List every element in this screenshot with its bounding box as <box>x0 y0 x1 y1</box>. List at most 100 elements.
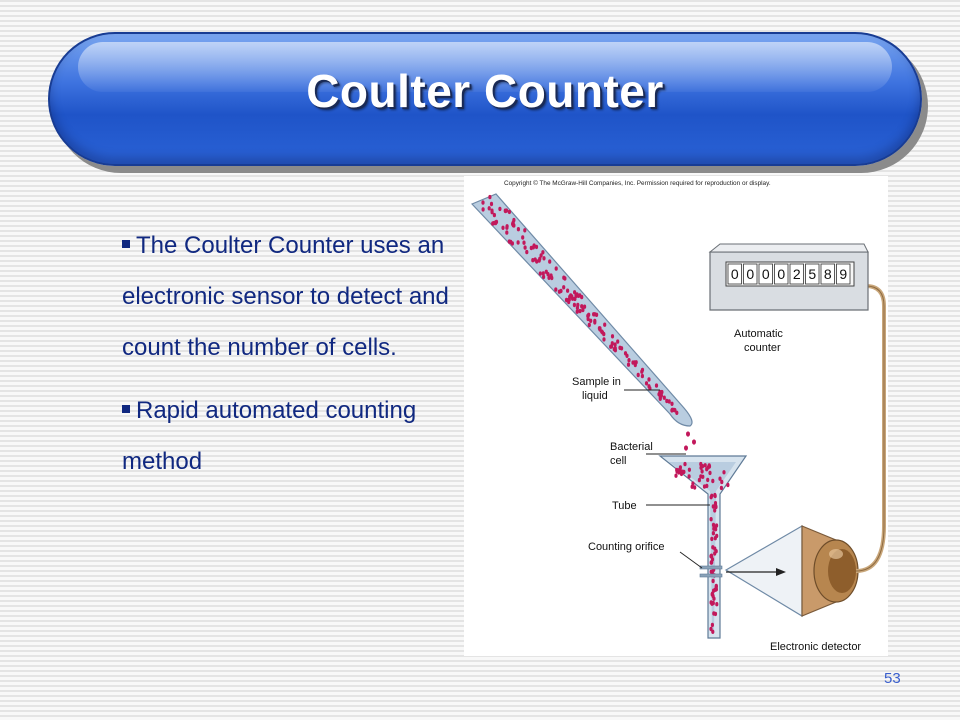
copyright-text: Copyright © The McGraw-Hill Companies, I… <box>504 179 771 187</box>
bacterial-cell-dot <box>602 331 606 337</box>
bacterial-cell-dot <box>658 396 662 401</box>
bacterial-cell-dot <box>488 194 492 200</box>
bullet-item: The Coulter Counter uses an electronic s… <box>122 220 452 373</box>
bacterial-cell-dot <box>675 467 679 473</box>
bacterial-cell-dot <box>498 206 502 212</box>
bacterial-cell-dot <box>713 546 717 551</box>
bacterial-cell-dot <box>575 292 579 297</box>
bacterial-cell-dot <box>539 253 543 258</box>
label-automatic: Automatic <box>734 328 783 340</box>
bacterial-cell-dot <box>586 316 590 322</box>
bacterial-cell-dot <box>706 465 710 470</box>
bacterial-cell-dot <box>616 339 620 344</box>
bacterial-cell-dot <box>718 476 722 481</box>
bacterial-cell-dot <box>700 469 704 474</box>
bacterial-cell-dot <box>687 467 691 472</box>
bacterial-cell-dot <box>523 228 527 233</box>
pipette-cells <box>481 194 679 415</box>
bacterial-cell-dot <box>541 250 545 255</box>
bacterial-cell-dot <box>640 369 644 374</box>
bacterial-cell-dot <box>709 553 714 558</box>
bacterial-cell-dot <box>706 477 710 483</box>
bacterial-cell-dot <box>699 474 703 479</box>
counter-digit: 9 <box>839 266 847 282</box>
bacterial-cell-dot <box>715 533 719 539</box>
bacterial-cell-dot <box>610 344 614 349</box>
bacterial-cell-dot <box>547 275 551 280</box>
bacterial-cell-dot <box>714 504 718 510</box>
slide-title: Coulter Counter <box>306 65 664 117</box>
bacterial-cell-dot <box>600 329 604 334</box>
counter-digit-cell <box>820 263 835 285</box>
bacterial-cell-dot <box>722 470 726 475</box>
bacterial-cell-dot <box>523 245 527 250</box>
bacterial-cell-dot <box>580 294 584 300</box>
bacterial-cell-dot <box>659 393 663 398</box>
bacterial-cell-dot <box>580 304 584 309</box>
signal-cable <box>855 284 886 573</box>
bacterial-cell-dot <box>511 223 515 228</box>
counter-digit-cell <box>805 263 820 285</box>
bacterial-cell-dot <box>562 275 566 280</box>
bacterial-cell-dot <box>595 312 599 317</box>
bacterial-cell-dot <box>505 225 509 230</box>
bacterial-cell-dot <box>708 470 712 476</box>
title-gloss <box>78 42 892 92</box>
bacterial-cell-dot <box>678 465 682 470</box>
label-detector: Electronic detector <box>770 641 861 653</box>
bacterial-cell-dot <box>713 508 717 513</box>
bacterial-cell-dot <box>581 307 585 313</box>
counter-digit: 0 <box>746 266 754 282</box>
bacterial-cell-dot <box>535 259 539 264</box>
bacterial-cell-dot <box>712 596 716 601</box>
bacterial-cell-dot <box>542 274 546 280</box>
bacterial-cell-dot <box>494 220 498 226</box>
label-cell: cell <box>610 455 627 467</box>
leader-lines <box>624 389 710 569</box>
bacterial-cell-dot <box>674 473 678 478</box>
bacterial-cell-dot <box>512 217 516 223</box>
bacterial-cell-dot <box>578 308 582 314</box>
label-orifice: Counting orifice <box>588 541 664 553</box>
bacterial-cell-dot <box>503 208 507 213</box>
counter-digit-cell <box>743 263 758 285</box>
bacterial-cell-dot <box>613 348 617 353</box>
bacterial-cell-dot <box>487 206 491 211</box>
counter-digit: 0 <box>777 266 785 282</box>
signal-cable-edge <box>855 285 885 572</box>
bacterial-cell-dot <box>679 471 684 477</box>
bacterial-cell-dot <box>531 258 535 263</box>
bacterial-cell-dot <box>593 318 597 324</box>
bacterial-cell-dot <box>507 209 511 215</box>
bacterial-cell-dot <box>538 271 542 276</box>
bacterial-cell-dot <box>627 358 631 363</box>
bacterial-cell-dot <box>568 294 572 300</box>
bacterial-cell-dot <box>565 297 569 303</box>
bacterial-cell-dot <box>598 326 602 331</box>
bacterial-cell-dot <box>670 401 674 406</box>
counter-digit-cell <box>789 263 804 285</box>
bacterial-cell-dot <box>529 245 533 251</box>
counter-digit: 0 <box>762 266 770 282</box>
bacterial-cell-dot <box>542 256 546 261</box>
bacterial-cell-dot <box>644 381 649 386</box>
bacterial-cell-dot <box>660 389 664 395</box>
diagram-svg: Copyright © The McGraw-Hill Companies, I… <box>470 179 886 653</box>
label-bacterial: Bacterial <box>610 441 653 453</box>
label-sample: Sample in <box>572 376 621 388</box>
bacterial-cell-dot <box>709 569 713 574</box>
bacterial-cell-dot <box>709 495 713 500</box>
bacterial-cell-dot <box>713 493 717 499</box>
bullet-text: Rapid automated counting method <box>122 397 417 475</box>
bacterial-cell-dot <box>711 531 715 536</box>
bacterial-cell-dot <box>683 461 687 467</box>
counter-digit: 2 <box>793 266 801 282</box>
tube-cells <box>674 461 730 634</box>
electronic-detector <box>724 524 859 618</box>
bacterial-cell-dot <box>654 383 659 388</box>
counter-digit: 8 <box>824 266 832 282</box>
bullet-item: Rapid automated counting method <box>122 385 452 487</box>
bacterial-cell-dot <box>575 305 579 311</box>
